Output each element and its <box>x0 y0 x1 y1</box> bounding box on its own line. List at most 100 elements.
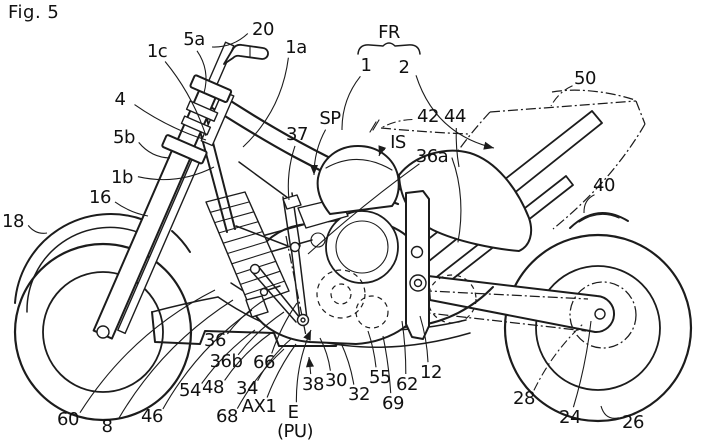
ref-label-44: 44 <box>444 106 466 127</box>
leader-26 <box>600 405 620 419</box>
ref-label-55: 55 <box>369 367 391 388</box>
leader-66 <box>271 302 298 354</box>
front-wheel <box>13 213 193 422</box>
front-axle <box>96 325 110 339</box>
ref-label-32: 32 <box>348 384 370 405</box>
ref-label-24: 24 <box>559 407 581 428</box>
leader-5a <box>196 50 207 94</box>
leader-42 <box>380 118 413 129</box>
ref-label-60: 60 <box>57 409 79 430</box>
ref-label-36b: 36b <box>210 351 243 372</box>
leader-48 <box>224 332 272 381</box>
ref-label-48: 48 <box>202 377 224 398</box>
leader-36 <box>226 298 267 335</box>
leader-68 <box>236 348 285 409</box>
ref-label-46: 46 <box>141 406 163 427</box>
ref-label-AX1: AX1 <box>242 396 277 417</box>
ref-label-36a: 36a <box>416 146 448 167</box>
ref-label-IS: IS <box>390 132 406 153</box>
arrowhead-2 <box>483 141 494 150</box>
ref-label-12: 12 <box>420 362 442 383</box>
leader-16 <box>114 201 149 217</box>
ref-label-37: 37 <box>286 124 308 145</box>
ref-label-36: 36 <box>204 330 226 351</box>
leader-8 <box>117 299 234 420</box>
leader-20 <box>211 33 249 48</box>
ref-label-42: 42 <box>417 106 439 127</box>
ref-label-1: 1 <box>361 55 372 76</box>
ref-label-54: 54 <box>179 380 201 401</box>
ref-label-20: 20 <box>252 19 274 40</box>
ref-label-4: 4 <box>115 89 126 110</box>
ref-label-38: 38 <box>302 374 324 395</box>
leader-30 <box>319 337 331 371</box>
ref-label-40: 40 <box>593 175 615 196</box>
ref-label-28: 28 <box>513 388 535 409</box>
leader-37 <box>287 145 296 201</box>
leader-1a <box>242 57 289 148</box>
ref-label-SP: SP <box>319 108 341 129</box>
leader-50 <box>550 85 573 107</box>
ref-label-5b: 5b <box>113 127 135 148</box>
leader-62 <box>401 320 407 375</box>
figure-title: Fig. 5 <box>8 2 59 23</box>
leader-1 <box>341 75 361 131</box>
ref-label-5a: 5a <box>183 29 204 50</box>
handlebar <box>223 43 269 65</box>
pivot-plate <box>405 190 430 340</box>
ref-label-2: 2 <box>399 57 410 78</box>
ref-label-62: 62 <box>396 374 418 395</box>
rear-wheel <box>503 212 693 423</box>
ref-label-8: 8 <box>102 416 113 437</box>
ref-label-E: E <box>288 402 299 423</box>
rear-axle <box>594 308 606 320</box>
leader-5b <box>138 142 171 159</box>
ref-label-50: 50 <box>574 68 596 89</box>
engine-mount-linkage <box>245 235 310 337</box>
front-fork <box>92 41 235 340</box>
ref-label-1a: 1a <box>285 37 306 58</box>
leader-4 <box>134 104 207 141</box>
leader-54 <box>201 329 256 384</box>
phantom-line-42 <box>380 127 469 135</box>
ref-label-1b: 1b <box>111 167 133 188</box>
rear-fender-tab <box>569 212 629 229</box>
ref-label-FR: FR <box>378 22 400 43</box>
leader-24 <box>572 320 592 408</box>
leader-36b <box>237 311 285 356</box>
ref-label-30: 30 <box>325 370 347 391</box>
leader-69 <box>382 335 392 394</box>
leader-44 <box>455 127 460 168</box>
leader-60 <box>79 289 216 413</box>
ref-label-66: 66 <box>253 352 275 373</box>
ref-label-18: 18 <box>2 211 24 232</box>
leader-2 <box>415 75 495 149</box>
break-mark <box>369 119 380 133</box>
rear-sprocket-pitch-circle <box>569 281 637 349</box>
leader-AX1 <box>266 343 297 398</box>
fr-brace <box>357 42 421 55</box>
ref-label-26: 26 <box>622 412 644 433</box>
ref-label-34: 34 <box>236 378 258 399</box>
leader-18 <box>27 225 48 234</box>
intake-airbox <box>316 145 400 215</box>
ref-label-69: 69 <box>382 393 404 414</box>
leader-1c <box>164 61 207 137</box>
leader-lines <box>27 33 620 420</box>
leader-55 <box>367 330 377 368</box>
leader-34 <box>257 338 292 381</box>
frame-bracket-37 <box>282 194 302 210</box>
arrowhead-38 <box>306 357 314 368</box>
leader-28 <box>533 322 585 391</box>
ref-label-PU: (PU) <box>277 421 313 442</box>
tail-cowl-phantom <box>369 89 646 230</box>
arrowhead-E <box>303 330 311 341</box>
front-fender <box>14 213 145 304</box>
arrowhead-SP <box>310 165 318 175</box>
leader-36a <box>307 163 420 255</box>
ref-label-1c: 1c <box>147 41 167 62</box>
arrowhead-IS <box>378 145 387 156</box>
